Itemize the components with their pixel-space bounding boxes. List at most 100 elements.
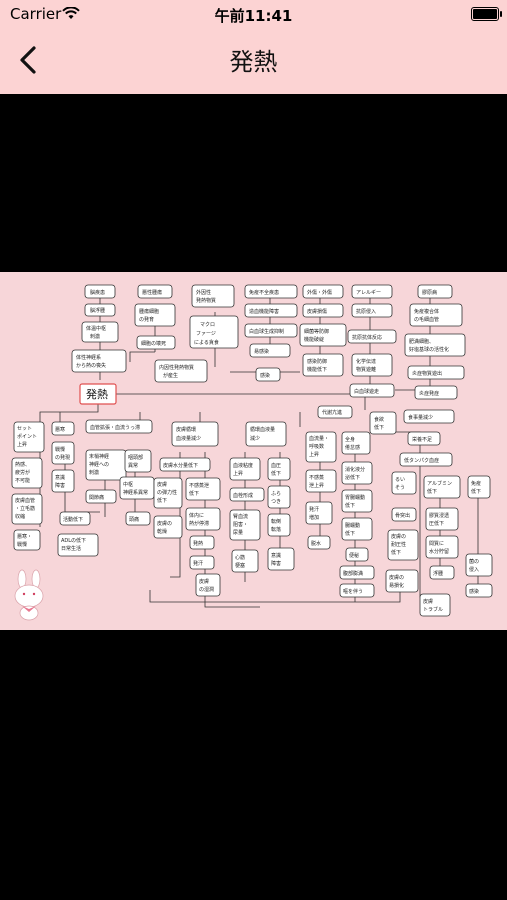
svg-text:肥満細胞、: 肥満細胞、 (409, 338, 434, 345)
svg-text:障害: 障害 (271, 560, 281, 567)
svg-text:ポイント: ポイント (17, 433, 37, 440)
svg-text:低下: 低下 (189, 490, 199, 497)
svg-text:骨突出: 骨突出 (395, 512, 410, 519)
svg-text:減少: 減少 (250, 435, 260, 442)
svg-text:日常生活: 日常生活 (61, 545, 81, 552)
svg-text:咽頭部: 咽頭部 (128, 454, 143, 461)
svg-text:栄養不足: 栄養不足 (412, 436, 432, 443)
svg-text:循環血液量: 循環血液量 (250, 426, 275, 433)
svg-text:細菌等防御: 細菌等防御 (304, 328, 329, 335)
flowchart-node: 低タンパク血症 (399, 452, 453, 467)
svg-text:圧低下: 圧低下 (429, 520, 444, 527)
svg-text:免疫: 免疫 (471, 480, 481, 487)
svg-text:中枢: 中枢 (123, 481, 133, 488)
svg-text:低下: 低下 (271, 470, 281, 477)
svg-text:耐圧性: 耐圧性 (391, 541, 406, 548)
svg-text:つき: つき (271, 498, 281, 505)
svg-text:神経への: 神経への (89, 461, 109, 468)
svg-text:の発育: の発育 (139, 316, 154, 323)
svg-text:不感蒸: 不感蒸 (309, 474, 324, 481)
svg-text:皮膚の: 皮膚の (157, 520, 172, 527)
svg-text:消化液分: 消化液分 (345, 466, 365, 473)
svg-text:皮膚循環: 皮膚循環 (176, 426, 196, 433)
flowchart-node: 脳浮腫 (84, 303, 116, 317)
svg-text:全身: 全身 (345, 436, 355, 443)
flowchart-node: 脳疾患 (84, 284, 116, 299)
svg-text:心筋: 心筋 (235, 554, 245, 561)
svg-text:マクロ: マクロ (200, 322, 215, 328)
svg-text:関節痛: 関節痛 (89, 494, 104, 501)
svg-text:膠原病: 膠原病 (422, 289, 437, 296)
svg-text:機能破綻: 機能破綻 (304, 336, 324, 343)
svg-text:による貪食: による貪食 (194, 339, 219, 346)
flowchart-node: 白血球遊走 (349, 383, 395, 398)
svg-text:腫瘍細胞: 腫瘍細胞 (139, 308, 159, 315)
svg-text:の湿潤: の湿潤 (199, 586, 214, 593)
svg-text:腸蠕動: 腸蠕動 (345, 522, 360, 529)
svg-text:体内に: 体内に (189, 512, 204, 519)
flowchart-node: 代謝亢進 (317, 405, 353, 419)
svg-text:免疫複合体: 免疫複合体 (414, 308, 439, 315)
svg-text:上昇: 上昇 (17, 441, 27, 448)
svg-text:ふら: ふら (271, 491, 281, 497)
svg-text:感染: 感染 (260, 372, 270, 379)
svg-text:アルブミン: アルブミン (427, 480, 452, 487)
svg-text:血液粘度: 血液粘度 (233, 462, 253, 469)
svg-text:低下: 低下 (391, 549, 401, 556)
svg-text:低下: 低下 (374, 424, 384, 431)
flowchart-node: 食事量減少 (403, 409, 455, 424)
svg-text:白血球生成抑制: 白血球生成抑制 (249, 328, 284, 335)
flowchart-node: アレルギー (351, 284, 393, 299)
svg-text:ADLの低下: ADLの低下 (61, 537, 86, 544)
flowchart-node: 悪性腫瘍 (137, 284, 173, 299)
flowchart-node: 膠原病 (417, 284, 453, 299)
svg-text:代謝亢進: 代謝亢進 (322, 409, 342, 416)
svg-text:刺激: 刺激 (89, 469, 99, 476)
svg-text:疲労が: 疲労が (15, 469, 30, 476)
svg-text:外因性: 外因性 (196, 289, 211, 296)
svg-text:免疫不全疾患: 免疫不全疾患 (249, 289, 279, 296)
svg-text:末梢神経: 末梢神経 (89, 453, 109, 460)
flowchart-root-node: 発熱 (79, 383, 117, 405)
svg-text:体性神経系: 体性神経系 (76, 354, 101, 361)
svg-text:転倒: 転倒 (271, 518, 281, 525)
flowchart-node: 血管拡張・血流うっ滞 (85, 419, 153, 434)
rabbit-mascot-icon (14, 569, 44, 621)
svg-text:神経系異常: 神経系異常 (123, 489, 148, 496)
svg-text:戦慄: 戦慄 (17, 541, 27, 548)
chevron-left-icon[interactable] (14, 42, 46, 78)
svg-text:ファージ: ファージ (196, 331, 216, 337)
svg-text:セット: セット (17, 426, 32, 432)
svg-text:皮膚: 皮膚 (157, 481, 167, 488)
svg-text:炎症物質遊出: 炎症物質遊出 (412, 370, 442, 377)
svg-text:戦慄: 戦慄 (55, 446, 65, 453)
svg-text:そう: そう (395, 484, 405, 491)
svg-text:感染防御: 感染防御 (307, 358, 327, 365)
svg-text:腎血流: 腎血流 (233, 513, 248, 520)
svg-text:意識: 意識 (55, 474, 65, 481)
svg-text:発熱物質: 発熱物質 (196, 297, 216, 304)
flowchart-node: 皮膚損傷 (302, 303, 344, 318)
status-time: 午前11:41 (214, 7, 293, 25)
flowchart-node: 関節痛 (85, 489, 117, 504)
flowchart-node: 骨突出 (391, 507, 417, 522)
